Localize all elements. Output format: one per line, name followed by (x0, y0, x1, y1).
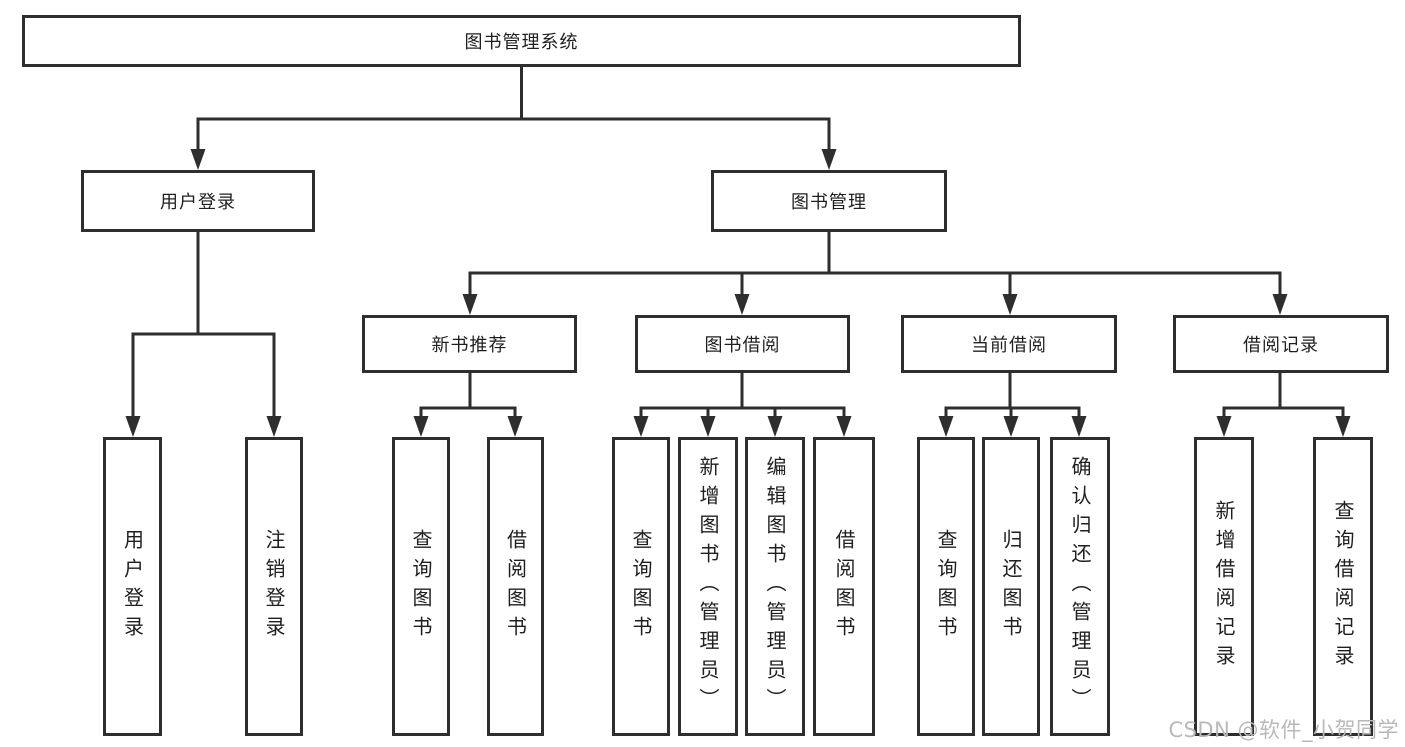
leaf-logout-label: 注销登录 (262, 528, 286, 645)
arrow-down-icon (190, 149, 206, 170)
leaf-add-books-admin-label: 新增图书（管理员） (696, 456, 720, 717)
leaf-edit-books-admin-label: 编辑图书（管理员） (763, 456, 787, 717)
arrow-down-icon (1003, 416, 1019, 437)
connector-root-to-level2 (190, 67, 837, 170)
arrow-down-icon (700, 416, 716, 437)
connector-book-borrowing-children (633, 373, 852, 437)
arrow-down-icon (462, 294, 478, 315)
node-user-login: 用户登录 (81, 170, 315, 232)
leaf-query-borrow-record-label: 查询借阅记录 (1331, 499, 1355, 674)
connector-new-book-children (413, 373, 523, 437)
connector-user-login-children (125, 232, 282, 437)
connector-borrowing-records-children (1216, 373, 1351, 437)
leaf-query-books-current: 查询图书 (917, 437, 975, 736)
leaf-add-borrow-record: 新增借阅记录 (1194, 437, 1254, 736)
node-current-borrowing-label: 当前借阅 (971, 335, 1047, 356)
leaf-logout: 注销登录 (245, 437, 303, 736)
leaf-query-books-recommend-label: 查询图书 (409, 528, 433, 645)
leaf-borrow-books-recommend-label: 借阅图书 (503, 528, 528, 645)
arrow-down-icon (836, 416, 852, 437)
arrow-down-icon (1002, 294, 1018, 315)
arrow-down-icon (266, 416, 282, 437)
arrow-down-icon (507, 416, 523, 437)
leaf-add-books-admin: 新增图书（管理员） (678, 437, 738, 736)
arrow-down-icon (633, 416, 649, 437)
node-borrowing-records: 借阅记录 (1173, 315, 1389, 373)
arrow-down-icon (413, 416, 429, 437)
arrow-down-icon (821, 149, 837, 170)
arrow-down-icon (1216, 416, 1232, 437)
leaf-add-borrow-record-label: 新增借阅记录 (1212, 499, 1236, 674)
arrow-down-icon (125, 416, 141, 437)
node-new-book-recommendation-label: 新书推荐 (431, 335, 508, 356)
node-new-book-recommendation: 新书推荐 (362, 315, 577, 373)
leaf-query-books-recommend: 查询图书 (392, 437, 450, 736)
node-book-management-label: 图书管理 (791, 192, 867, 213)
arrow-down-icon (1335, 416, 1351, 437)
node-user-login-label: 用户登录 (160, 192, 236, 213)
leaf-return-books-label: 归还图书 (999, 528, 1023, 645)
arrow-down-icon (938, 416, 954, 437)
arrow-down-icon (734, 294, 750, 315)
node-root: 图书管理系统 (22, 15, 1021, 67)
connector-current-borrowing-children (938, 373, 1087, 437)
leaf-return-books: 归还图书 (982, 437, 1040, 736)
watermark-text: CSDN @软件_小贺同学 (1168, 718, 1399, 742)
node-book-borrowing-label: 图书借阅 (704, 335, 781, 356)
connector-book-management-children (462, 232, 1288, 315)
arrow-down-icon (1272, 294, 1288, 315)
leaf-user-login: 用户登录 (103, 437, 162, 736)
leaf-confirm-return-admin: 确认归还（管理员） (1050, 437, 1110, 736)
leaf-user-login-label: 用户登录 (120, 528, 145, 645)
leaf-confirm-return-admin-label: 确认归还（管理员） (1068, 456, 1092, 717)
node-current-borrowing: 当前借阅 (901, 315, 1117, 373)
node-borrowing-records-label: 借阅记录 (1243, 335, 1319, 356)
leaf-borrow-books-recommend: 借阅图书 (487, 437, 544, 736)
leaf-borrow-books-borrowing-label: 借阅图书 (832, 528, 856, 645)
leaf-query-books-borrowing-label: 查询图书 (629, 528, 653, 645)
node-book-borrowing: 图书借阅 (635, 315, 850, 373)
leaf-edit-books-admin: 编辑图书（管理员） (745, 437, 805, 736)
node-book-management: 图书管理 (711, 170, 947, 232)
leaf-query-books-current-label: 查询图书 (934, 528, 958, 645)
node-root-label: 图书管理系统 (464, 32, 579, 53)
arrow-down-icon (1071, 416, 1087, 437)
leaf-query-borrow-record: 查询借阅记录 (1313, 437, 1373, 736)
leaf-query-books-borrowing: 查询图书 (612, 437, 670, 736)
arrow-down-icon (767, 416, 783, 437)
leaf-borrow-books-borrowing: 借阅图书 (813, 437, 875, 736)
